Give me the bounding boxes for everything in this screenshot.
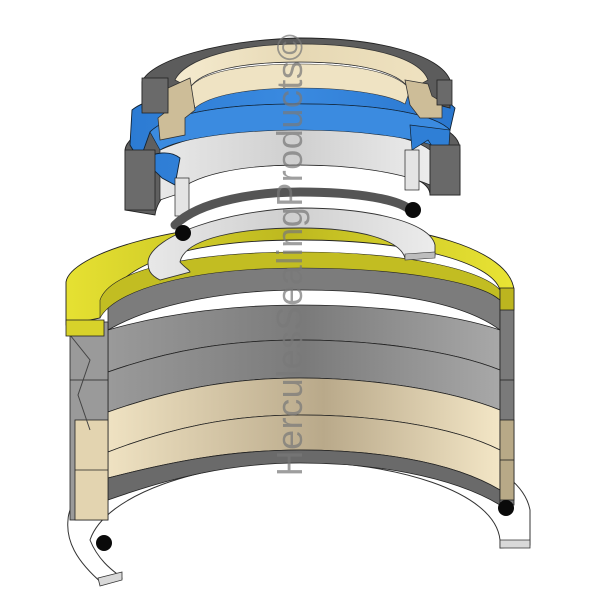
- lower-o-ring-left-section: [96, 535, 112, 551]
- gray-split-washer: [147, 207, 436, 281]
- lower-o-ring-right-section: [498, 500, 514, 516]
- o-ring-sections: [96, 202, 514, 551]
- upper-o-ring-left-section: [175, 225, 191, 241]
- upper-o-ring-right-section: [405, 202, 421, 218]
- lower-packing-stack: [69, 257, 515, 521]
- upper-seal-assembly: [124, 37, 461, 230]
